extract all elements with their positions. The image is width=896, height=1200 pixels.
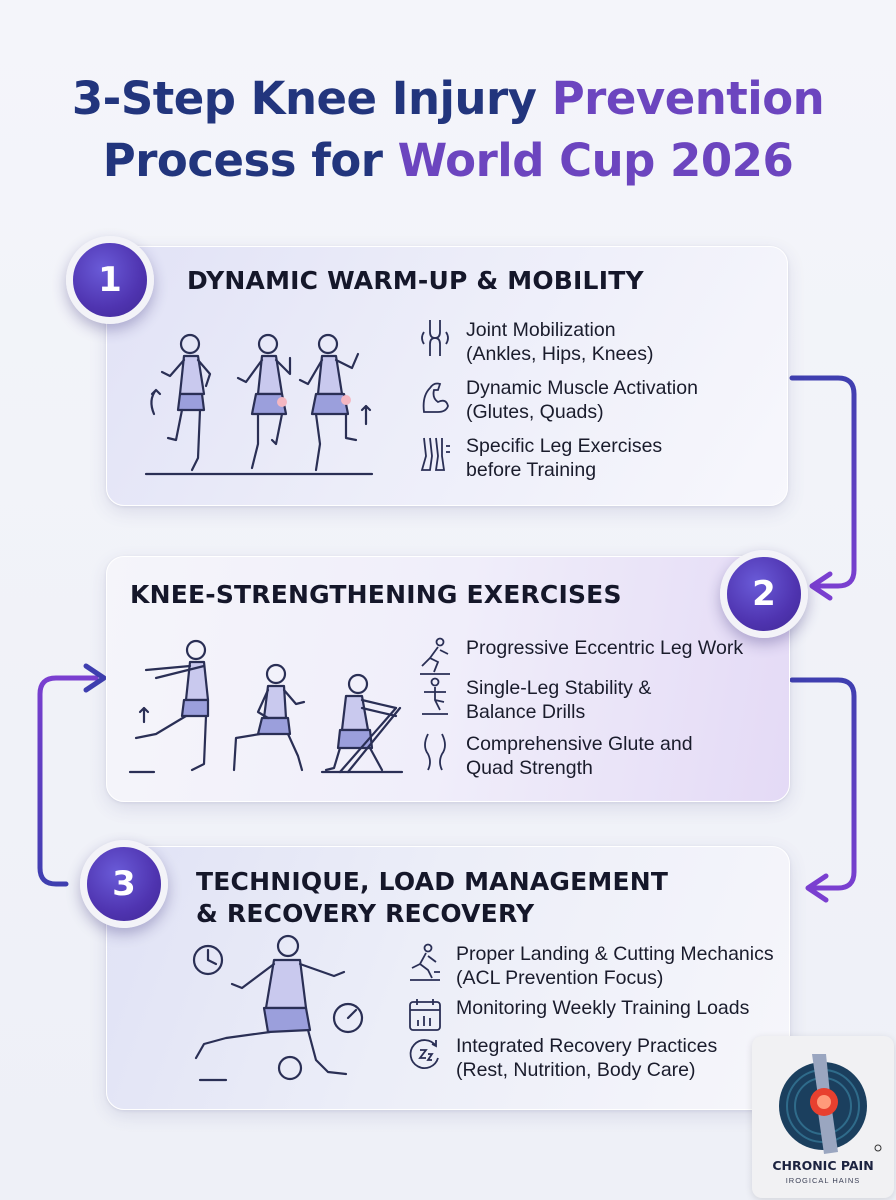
step-2-heading: KNEE-STRENGTHENING EXERCISES: [130, 580, 622, 609]
step-3-item: Monitoring Weekly Training Loads: [406, 996, 749, 1036]
step-1-item: Joint Mobilization(Ankles, Hips, Knees): [416, 318, 654, 366]
title-part: Process for: [102, 134, 383, 187]
footballer-illustration: [192, 934, 364, 1082]
sleep-cycle-icon: [409, 1039, 439, 1069]
page-title: 3-Step Knee Injury Prevention Process fo…: [0, 68, 896, 192]
title-part: Prevention: [551, 72, 825, 125]
flexed-arm-icon: [422, 382, 449, 413]
step-3-heading: TECHNIQUE, LOAD MANAGEMENT & RECOVERY RE…: [196, 866, 756, 930]
joint-icon: [421, 320, 449, 356]
step-3-badge: 3: [80, 840, 168, 928]
title-part: World Cup 2026: [397, 134, 794, 187]
lunge-runner-icon: [420, 637, 450, 675]
step-2-card: [106, 556, 790, 802]
logo-name: CHRONIC PAIN: [772, 1158, 874, 1173]
step-1-item: Dynamic Muscle Activation(Glutes, Quads): [416, 376, 698, 424]
step-1-card: [106, 246, 788, 506]
brand-logo: CHRONIC PAIN IROGICAL HAINS: [752, 1036, 894, 1198]
item-line: Progressive Eccentric Leg Work: [466, 637, 744, 659]
item-line: Monitoring Weekly Training Loads: [456, 997, 750, 1019]
item-line: Balance Drills: [466, 701, 586, 723]
item-line: Proper Landing & Cutting Mechanics: [456, 943, 774, 965]
logo-tagline: IROGICAL HAINS: [785, 1176, 861, 1185]
item-line: Specific Leg Exercises: [466, 435, 663, 457]
knee-logo-icon: [779, 1054, 882, 1154]
cutting-runner-icon: [410, 943, 440, 981]
step-3-heading-line: & RECOVERY RECOVERY: [196, 899, 535, 928]
warmup-figures-illustration: [144, 333, 374, 476]
item-line: Quad Strength: [466, 757, 593, 779]
item-line: Joint Mobilization: [466, 319, 616, 341]
item-line: Single-Leg Stability &: [466, 677, 652, 699]
item-line: (ACL Prevention Focus): [456, 967, 664, 989]
arrow-step1-to-step2: [789, 375, 857, 589]
step-3-card: [106, 846, 790, 1110]
item-line: Comprehensive Glute and: [466, 733, 693, 755]
step-1-badge: 1: [66, 236, 154, 324]
step-3-heading-line: TECHNIQUE, LOAD MANAGEMENT: [196, 867, 669, 896]
arrow-step3-to-step2: [37, 675, 99, 887]
item-line: before Training: [466, 459, 597, 481]
item-line: (Rest, Nutrition, Body Care): [456, 1059, 696, 1081]
leg-muscle-icon: [424, 733, 446, 771]
item-line: Integrated Recovery Practices: [456, 1035, 718, 1057]
step-2-item: Single-Leg Stability &Balance Drills: [416, 676, 651, 724]
step-1-heading: DYNAMIC WARM-UP & MOBILITY: [187, 266, 644, 295]
balance-icon: [422, 677, 448, 715]
strengthening-figures-illustration: [128, 639, 404, 774]
step-2-badge: 2: [720, 550, 808, 638]
step-3-item: Proper Landing & Cutting Mechanics(ACL P…: [406, 942, 774, 990]
calendar-chart-icon: [409, 999, 441, 1031]
step-2-item: Progressive Eccentric Leg Work: [416, 636, 743, 676]
legs-icon: [420, 437, 450, 471]
arrow-step2-to-step3: [789, 677, 857, 891]
item-line: (Ankles, Hips, Knees): [466, 343, 654, 365]
step-3-item: Integrated Recovery Practices(Rest, Nutr…: [406, 1034, 717, 1082]
item-line: (Glutes, Quads): [466, 401, 604, 423]
item-line: Dynamic Muscle Activation: [466, 377, 698, 399]
title-part: 3-Step Knee Injury: [71, 72, 537, 125]
